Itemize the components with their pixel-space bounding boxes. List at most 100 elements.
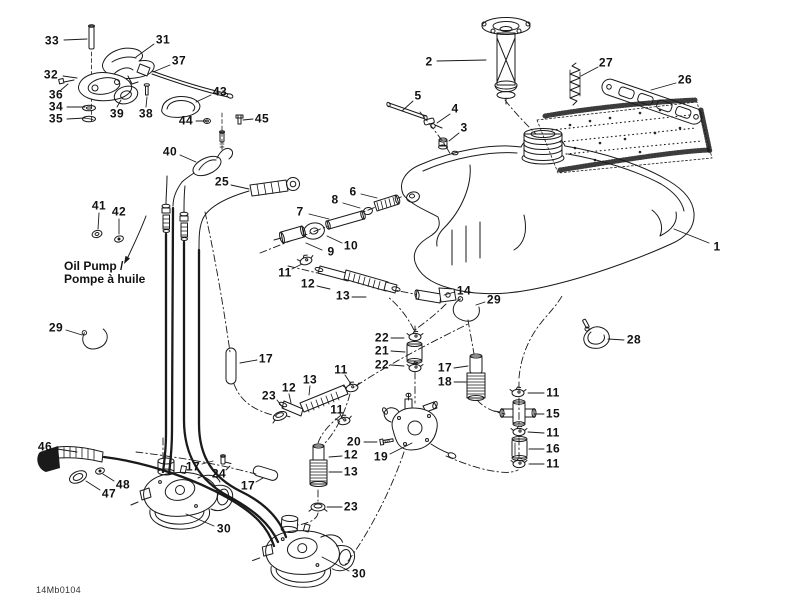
callout-40: 40 [162, 144, 178, 159]
callout-46: 46 [37, 439, 53, 454]
leader-line-39 [116, 99, 122, 108]
leader-line-31 [135, 43, 155, 58]
leader-line-6 [360, 193, 378, 199]
leader-line-11 [339, 413, 344, 420]
callout-9: 9 [327, 244, 335, 259]
callout-37: 37 [171, 53, 187, 68]
leader-line-13 [308, 385, 311, 396]
callout-23: 23 [261, 388, 277, 403]
oil-lines [161, 206, 288, 544]
oil-pump-arrow [124, 215, 147, 264]
leader-line-41 [97, 212, 100, 230]
leader-line-32 [62, 75, 78, 79]
callout-21: 21 [374, 343, 390, 358]
callout-22: 22 [374, 330, 390, 345]
callout-15: 15 [545, 406, 561, 421]
leader-line-37 [152, 64, 171, 73]
fuel-filter [511, 436, 528, 461]
leader-line-11 [527, 431, 545, 434]
leader-line-10 [326, 235, 343, 244]
oil-supply-line [37, 446, 276, 548]
leader-line-12 [316, 285, 331, 290]
pump-inlet-fittings [406, 330, 424, 373]
leader-line-45 [242, 118, 254, 121]
leader-line-29 [65, 329, 83, 336]
callout-10: 10 [343, 238, 359, 253]
callout-42: 42 [111, 204, 127, 219]
callout-43: 43 [212, 84, 228, 99]
retaining-clip [582, 318, 610, 349]
leader-line-17 [453, 365, 469, 369]
callout-29: 29 [486, 292, 502, 307]
callout-13: 13 [343, 464, 359, 479]
leader-line-47 [85, 480, 101, 491]
leader-line-22 [390, 364, 405, 367]
leader-line-29 [475, 301, 486, 306]
leader-line-30 [185, 513, 215, 527]
callout-11: 11 [330, 402, 344, 417]
callout-35: 35 [48, 111, 64, 126]
callout-24: 24 [211, 466, 227, 481]
fuel-tank [401, 134, 695, 295]
callout-16: 16 [545, 441, 561, 456]
callout-3: 3 [460, 120, 468, 135]
leader-line-14 [443, 291, 456, 296]
callout-14: 14 [456, 283, 472, 298]
primer-line-parts [220, 454, 279, 481]
leader-line-35 [66, 117, 86, 120]
leader-line-46 [56, 448, 78, 453]
lower-fuel-line-parts [296, 252, 483, 325]
callout-1: 1 [713, 239, 721, 254]
fuel-filler-neck [521, 128, 565, 165]
callout-13: 13 [335, 288, 351, 303]
leader-line-36 [60, 83, 69, 91]
leader-lines [56, 38, 710, 572]
throttle-cable [198, 177, 300, 251]
leader-line-28 [607, 338, 625, 341]
oil-pump-annotation: Oil Pump / Pompe à huile [64, 260, 145, 286]
callout-31: 31 [155, 32, 171, 47]
leader-line-40 [179, 154, 197, 163]
cable-sleeve [225, 347, 237, 385]
callout-39: 39 [109, 106, 125, 121]
callout-17: 17 [240, 478, 256, 493]
callout-27: 27 [598, 55, 614, 70]
leader-line-17 [239, 359, 258, 364]
callout-48: 48 [115, 477, 131, 492]
carb-boot [308, 443, 328, 512]
callout-18: 18 [437, 374, 453, 389]
figure-code: 14Mb0104 [36, 585, 81, 595]
fuel-valve [181, 114, 244, 183]
assembly-axis-lines [91, 51, 563, 566]
callout-47: 47 [101, 486, 117, 501]
leader-line-38 [145, 96, 148, 108]
mid-left-hose-set [269, 379, 362, 427]
tee-fitting [493, 399, 537, 427]
callout-11: 11 [546, 425, 560, 440]
leader-line-9 [305, 242, 323, 251]
leader-line-8 [342, 202, 361, 209]
leader-line-5 [401, 100, 414, 112]
callout-38: 38 [138, 106, 154, 121]
oil-pump-annotation-line2: Pompe à huile [64, 272, 146, 286]
leader-line-12 [288, 393, 292, 404]
callout-36: 36 [48, 87, 64, 102]
leader-line-48 [102, 473, 115, 482]
heat-shield-pad [536, 97, 713, 174]
callout-6: 6 [349, 184, 357, 199]
callout-28: 28 [626, 332, 642, 347]
callout-29: 29 [48, 320, 64, 335]
callout-12: 12 [343, 447, 359, 462]
fuel-pump [379, 392, 457, 459]
protective-sleeve [466, 353, 486, 401]
leader-line-4 [436, 113, 451, 124]
callout-45: 45 [254, 111, 270, 126]
callout-5: 5 [414, 88, 422, 103]
callout-30: 30 [216, 521, 232, 536]
callout-8: 8 [331, 192, 339, 207]
leader-line-1 [673, 228, 710, 244]
callout-22: 22 [374, 357, 390, 372]
callout-32: 32 [43, 67, 59, 82]
leader-line-2 [436, 59, 487, 62]
